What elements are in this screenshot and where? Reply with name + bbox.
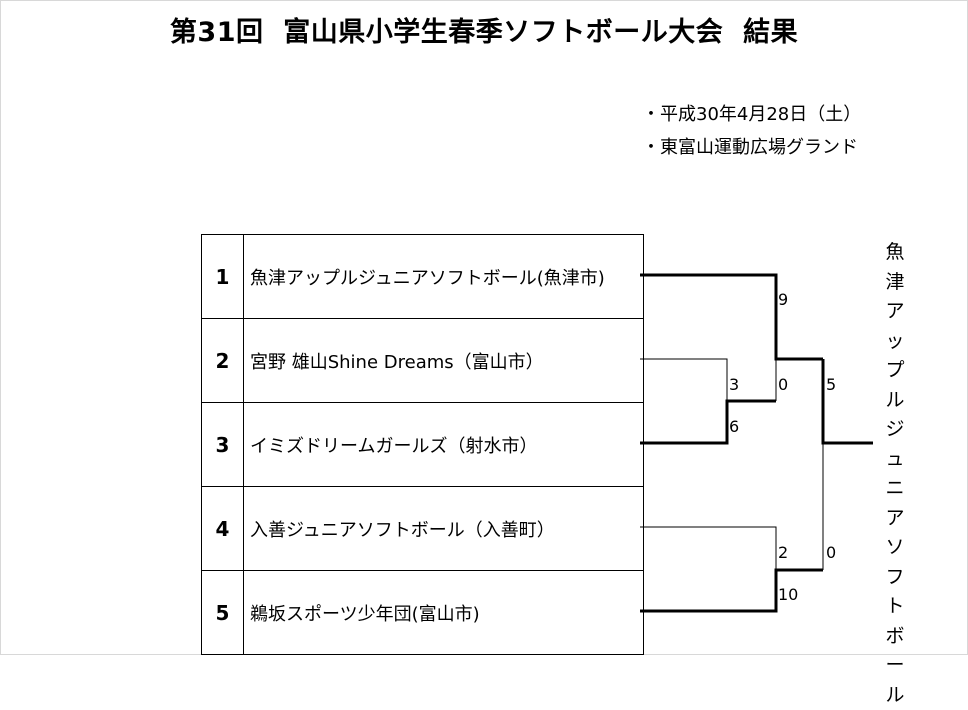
bracket-line-team5 xyxy=(640,568,823,613)
page-title: 第31回 富山県小学生春季ソフトボール大会 結果 xyxy=(169,17,799,48)
score-semi2-bottom: 10 xyxy=(778,585,798,604)
team-row: 4 入善ジュニアソフトボール（入善町） xyxy=(201,486,644,571)
bracket-line-final-winner xyxy=(821,359,873,445)
team-seed: 1 xyxy=(201,234,244,319)
score-semi1-bottom: 0 xyxy=(778,375,788,394)
bracket-line-team4 xyxy=(640,526,777,570)
event-venue: ・東富山運動広場グランド xyxy=(642,137,858,158)
team-row: 1 魚津アップルジュニアソフトボール(魚津市) xyxy=(201,234,644,319)
bracket-line-team3 xyxy=(640,399,776,445)
bracket-line-team2 xyxy=(640,358,728,401)
event-date: ・平成30年4月28日（土） xyxy=(642,104,862,125)
team-row: 2 宮野 雄山Shine Dreams（富山市） xyxy=(201,318,644,403)
team-name: 宮野 雄山Shine Dreams（富山市） xyxy=(243,318,644,403)
team-seed: 3 xyxy=(201,402,244,487)
score-final-bottom: 0 xyxy=(826,543,836,562)
score-r1-top: 3 xyxy=(729,375,739,394)
score-semi1-top: 9 xyxy=(778,290,788,309)
score-semi2-top: 2 xyxy=(778,543,788,562)
team-name: イミズドリームガールズ（射水市） xyxy=(243,402,644,487)
team-name: 入善ジュニアソフトボール（入善町） xyxy=(243,486,644,571)
team-row: 3 イミズドリームガールズ（射水市） xyxy=(201,402,644,487)
bracket-line-team1 xyxy=(640,273,823,361)
tournament-bracket: 3 6 9 0 2 10 5 0 xyxy=(640,273,873,613)
team-seed: 5 xyxy=(201,570,244,655)
score-final-top: 5 xyxy=(826,375,836,394)
champion-name: 魚津アップルジュニアソフトボール xyxy=(885,241,905,706)
team-name: 鵜坂スポーツ少年団(富山市) xyxy=(243,570,644,655)
team-row: 5 鵜坂スポーツ少年団(富山市) xyxy=(201,570,644,655)
teams-table: 1 魚津アップルジュニアソフトボール(魚津市) 2 宮野 雄山Shine Dre… xyxy=(201,234,644,655)
score-r1-bottom: 6 xyxy=(729,417,739,436)
team-name: 魚津アップルジュニアソフトボール(魚津市) xyxy=(243,234,644,319)
